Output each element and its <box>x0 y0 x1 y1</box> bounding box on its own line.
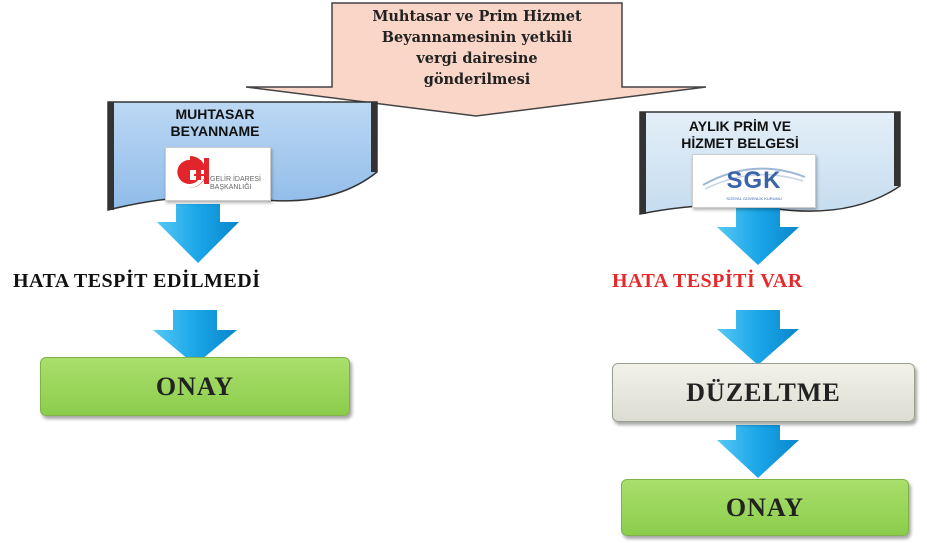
left-onay-box: ONAY <box>40 357 350 416</box>
right-onay-label: ONAY <box>725 492 805 522</box>
right-document-title-line-2: HİZMET BELGESİ <box>681 135 799 151</box>
down-arrow-left-2 <box>153 310 237 365</box>
gib-logo-text-line-2: BAŞKANLIĞI <box>210 184 252 191</box>
sgk-logo-text: SGK <box>726 167 782 194</box>
gib-logo-text: GELİR İDARESİ BAŞKANLIĞI <box>210 176 261 192</box>
left-document-title: MUHTASAR BEYANNAME <box>160 106 270 140</box>
gib-logo-text-line-1: GELİR İDARESİ <box>210 176 261 183</box>
duzeltme-label: DÜZELTME <box>686 377 841 407</box>
sgk-logo-subtext: SOSYAL GÜVENLİK KURUMU <box>726 196 782 201</box>
right-onay-box: ONAY <box>621 479 909 536</box>
gib-logo: GELİR İDARESİ BAŞKANLIĞI <box>165 147 271 201</box>
gib-logo-icon <box>173 155 209 188</box>
right-document-title: AYLIK PRİM VE HİZMET BELGESİ <box>675 118 805 152</box>
top-arrow-text: Muhtasar ve Prim Hizmet Beyannamesinin y… <box>332 6 622 90</box>
sgk-logo-icon <box>702 167 806 190</box>
duzeltme-box: DÜZELTME <box>612 363 915 422</box>
down-arrow-left-1 <box>157 204 239 263</box>
right-document-title-line-1: AYLIK PRİM VE <box>688 118 792 134</box>
down-arrow-right-2 <box>717 310 799 365</box>
left-document-title-line-2: BEYANNAME <box>170 123 260 139</box>
left-onay-label: ONAY <box>155 371 235 401</box>
top-arrow-line-4: gönderilmesi <box>423 71 531 88</box>
down-arrow-right-3 <box>717 425 799 478</box>
top-arrow-line-3: vergi dairesine <box>416 50 538 67</box>
right-status-text: HATA TESPİTİ VAR <box>612 270 803 292</box>
left-document-title-line-1: MUHTASAR <box>175 106 255 122</box>
left-status-text: HATA TESPİT EDİLMEDİ <box>13 270 261 292</box>
top-arrow-line-2: Beyannamesinin yetkili <box>381 29 573 46</box>
top-arrow-shape <box>245 2 707 117</box>
down-arrow-right-1 <box>717 208 799 265</box>
top-arrow-line-1: Muhtasar ve Prim Hizmet <box>372 8 582 25</box>
sgk-logo: SGK SOSYAL GÜVENLİK KURUMU <box>692 154 816 208</box>
